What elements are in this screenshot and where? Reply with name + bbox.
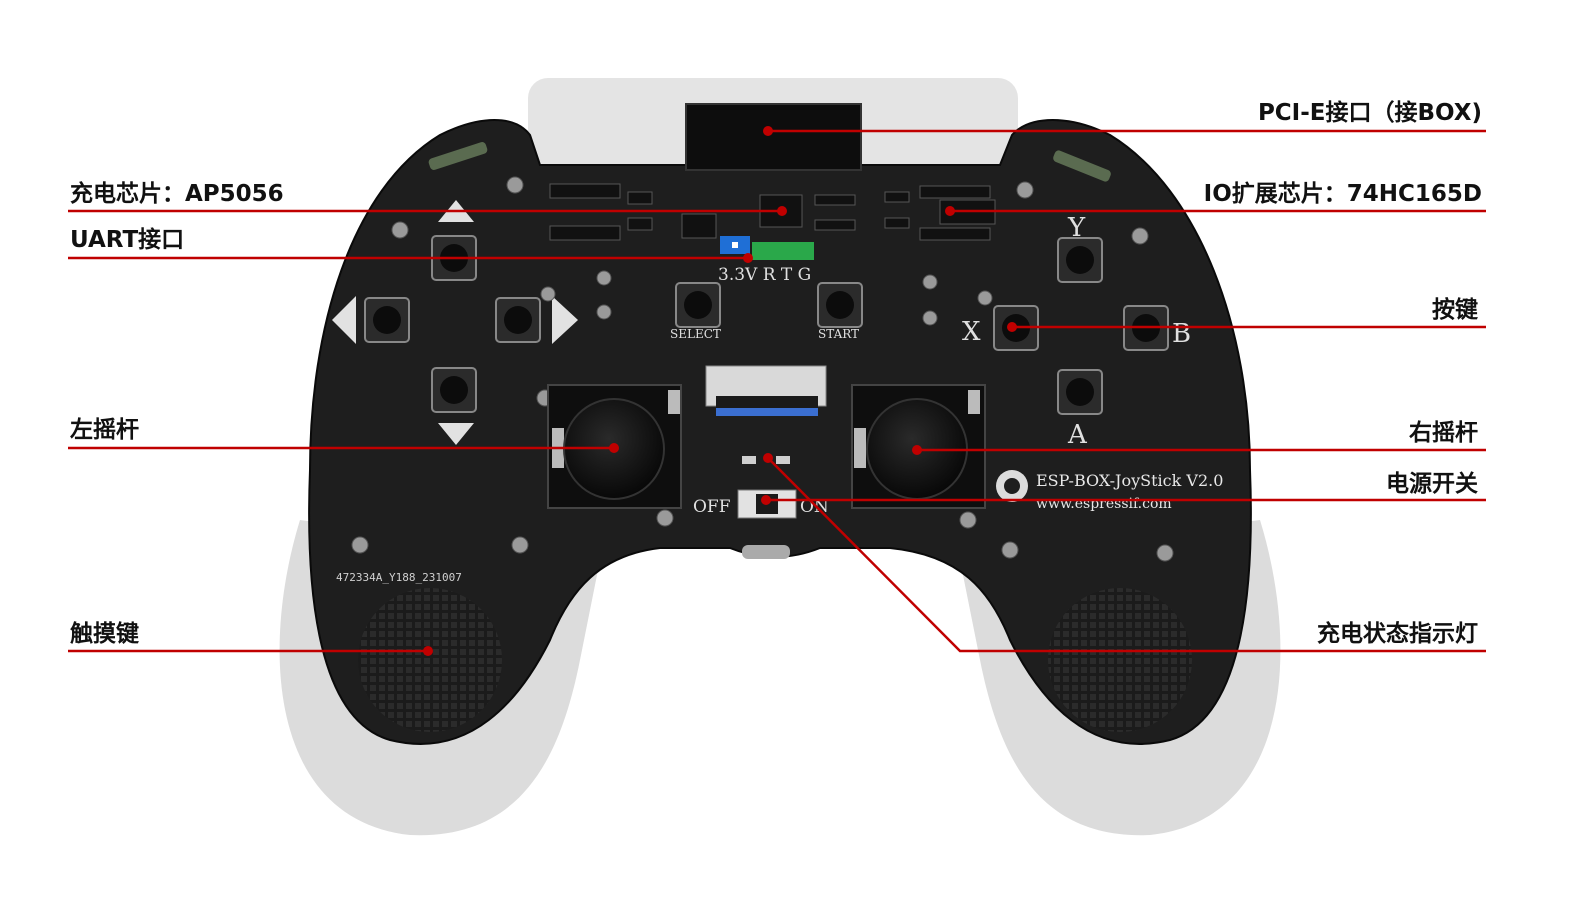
label-uart: UART接口: [70, 227, 185, 253]
label-right-stick: 右摇杆: [1409, 420, 1478, 446]
leader-dots: [423, 126, 1017, 656]
label-buttons: 按键: [1432, 297, 1478, 323]
left-shoulder-led: [428, 142, 488, 170]
label-pcie: PCI-E接口（接BOX): [1257, 100, 1482, 126]
uart-pin-labels: 3.3V R T G: [718, 265, 811, 285]
dpad-buttons[interactable]: [364, 235, 541, 413]
uart-header: [720, 236, 814, 260]
label-io-chip: IO扩展芯片：74HC165D: [1203, 181, 1482, 207]
pcb-code: 472334A_Y188_231007: [336, 571, 462, 584]
a-label: A: [1067, 420, 1088, 450]
label-power-switch: 电源开关: [1386, 471, 1478, 497]
leader-lines: [68, 129, 1486, 653]
x-label: X: [962, 317, 981, 347]
touch-pad-left[interactable]: [358, 588, 502, 732]
select-label: SELECT: [670, 327, 721, 341]
y-label: Y: [1067, 213, 1086, 243]
start-label: START: [818, 327, 859, 341]
pcie-connector: [685, 103, 862, 171]
label-charger-chip: 充电芯片：AP5056: [70, 181, 284, 207]
b-label: B: [1172, 319, 1191, 349]
touch-pad-right[interactable]: [1048, 588, 1192, 732]
product-url: www.espressif.com: [1036, 496, 1172, 512]
usb-c-port: [742, 545, 790, 559]
right-shoulder-led: [1053, 150, 1111, 182]
label-charge-led: 充电状态指示灯: [1317, 621, 1478, 647]
label-touch-key: 触摸键: [70, 621, 139, 647]
charge-leds: [742, 456, 790, 464]
label-left-stick: 左摇杆: [70, 417, 139, 443]
product-name: ESP-BOX-JoyStick V2.0: [1036, 471, 1223, 490]
leader-charge-led: [767, 457, 1486, 653]
fpc-connector: [705, 365, 827, 416]
switch-off-label: OFF: [693, 497, 731, 517]
